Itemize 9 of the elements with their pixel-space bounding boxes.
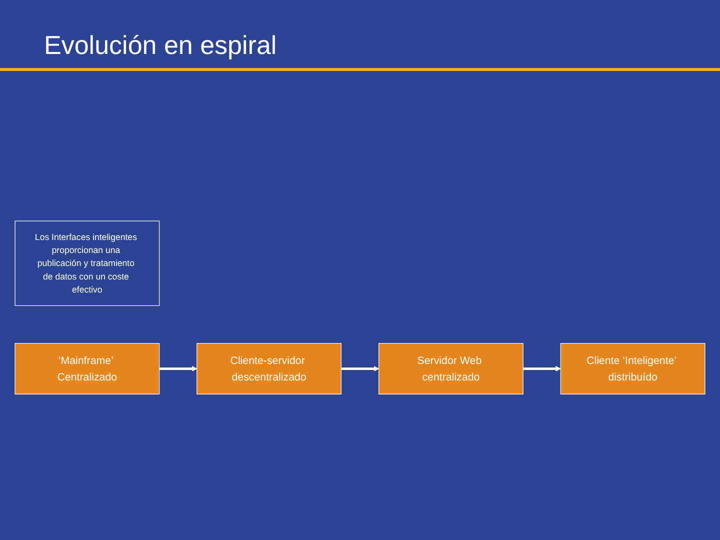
node-box: Servidor Web centralizado bbox=[378, 342, 524, 394]
slide-title: Evolución en espiral bbox=[44, 30, 277, 61]
node-box: ‘Mainframe’ Centralizado bbox=[14, 342, 160, 394]
arrow bbox=[523, 366, 561, 372]
arrow bbox=[341, 366, 380, 372]
node-box: Cliente ‘Inteligente’ distribuído bbox=[560, 342, 706, 394]
arrow bbox=[159, 366, 198, 372]
node-box: Cliente-servidor descentralizado bbox=[196, 342, 342, 394]
node-box: Los Interfaces inteligentes proporcionan una publicación y tratamiento de datos con un coste efectivo bbox=[14, 220, 160, 306]
